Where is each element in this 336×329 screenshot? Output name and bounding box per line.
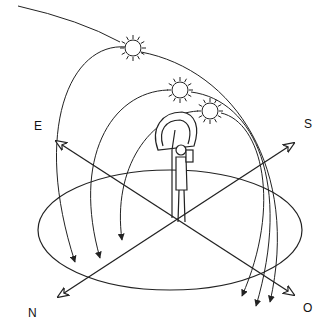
sun-ray [133,35,134,39]
sun-arc [120,111,198,240]
compass-arrows [56,141,294,297]
sun-ray [189,90,193,91]
east-west-arrow [56,141,294,295]
north-south-arrow [58,143,294,297]
dish-rim [162,120,190,146]
person-head [176,145,186,155]
sun-ray [204,100,206,103]
sun-arc [221,113,264,296]
sun-ray [174,98,176,101]
sun-ray [188,84,191,86]
sun-ray [169,95,172,97]
sun-ray [133,57,134,61]
sun-ray [174,79,176,82]
sun-ray [199,116,202,118]
compass-label: S [304,118,312,130]
sun-ray [180,77,181,81]
sun-disc [202,103,218,119]
sun-ray [210,120,211,124]
sun-ray [185,98,187,101]
sun-ray [218,105,221,107]
person-with-dish [155,112,196,222]
sun-ray [218,116,221,118]
compass-label: N [28,307,37,319]
sun-icon [197,98,223,124]
sun-arc [56,47,126,262]
sun-ray [188,95,191,97]
sun-ray [141,42,144,44]
sun-ray [215,119,217,122]
sun-ray [127,37,129,40]
sun-ray [197,111,201,112]
sun-ray [122,53,125,55]
horizon-ellipse [38,170,302,290]
person-body [176,157,187,190]
compass-label: O [303,302,312,314]
person-leg [184,190,185,222]
sun-ray [204,119,206,122]
sun-arc [141,52,277,302]
sun-ray [127,56,129,59]
sun-ray [138,56,140,59]
sun-arcs [18,6,277,306]
pole [171,150,172,218]
person-leg [178,190,179,222]
sun-ray [167,90,171,91]
sun-ray [219,111,223,112]
sun-ray [199,105,202,107]
sun-ray [138,37,140,40]
sun-icon [167,77,193,103]
sun-ray [169,84,172,86]
sun-ray [142,48,146,49]
sun-icon [120,35,146,61]
sun-arc [191,92,270,306]
dish [155,112,196,150]
sun-ray [215,100,217,103]
sun-ray [210,98,211,102]
sun-disc [125,40,141,56]
compass-label: E [34,120,42,132]
sun-arc [18,6,120,42]
sun-ray [180,99,181,103]
sun-icons [120,35,223,124]
sun-ray [141,53,144,55]
sun-ray [120,48,124,49]
device [186,150,193,162]
sun-disc [172,82,188,98]
dish-arm [172,130,175,150]
sun-ray [122,42,125,44]
sun-ray [185,79,187,82]
